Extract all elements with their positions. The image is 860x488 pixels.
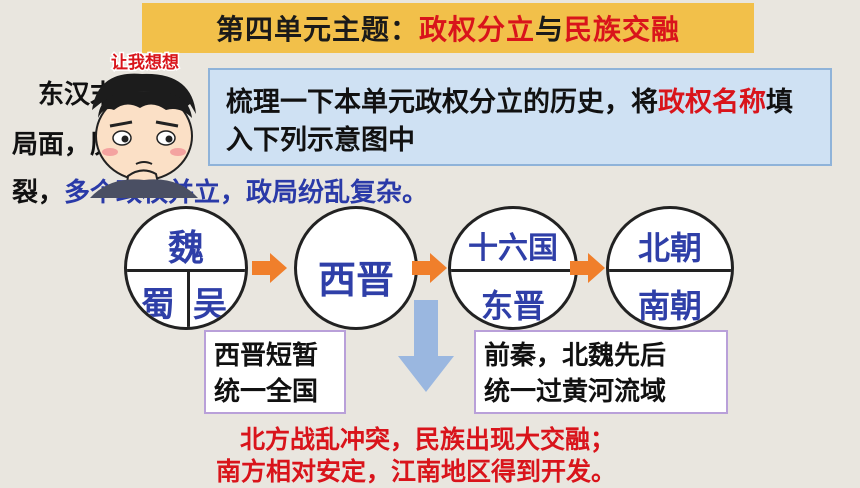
node-three-kingdoms: 魏 蜀 吴 xyxy=(124,206,248,330)
node1-bottom-shu: 蜀 xyxy=(141,285,175,325)
node1-divider-vertical xyxy=(187,269,190,327)
title-highlight-1: 政权分立 xyxy=(418,13,535,46)
node3-bottom-eastern-jin: 东晋 xyxy=(480,287,545,325)
thinking-cartoon: 让我想想 xyxy=(70,48,220,198)
node4-top-northern: 北朝 xyxy=(637,229,702,267)
node-sixteen-kingdoms: 十六国 东晋 xyxy=(448,206,578,330)
node-northern-southern-dynasties: 北朝 南朝 xyxy=(606,206,734,330)
right-arrow-icon-1 xyxy=(252,253,287,283)
summary-line-2: 南方相对安定，江南地区得到开发。 xyxy=(216,457,617,486)
unit-title: 第四单元主题：政权分立与民族交融 xyxy=(142,3,754,53)
instruction-callout: 梳理一下本单元政权分立的历史，将政权名称填入下列示意图中 xyxy=(208,68,832,166)
note-western-jin: 西晋短暂 统一全国 xyxy=(204,330,346,414)
node4-bottom-southern: 南朝 xyxy=(637,287,702,325)
right-arrow-icon-3 xyxy=(570,253,605,283)
callout-text-red: 政权名称 xyxy=(658,87,766,118)
note-right-line-1: 前秦，北魏先后 xyxy=(484,341,667,371)
node3-divider-horizontal xyxy=(451,269,575,272)
summary-line-1: 北方战乱冲突，民族出现大交融； xyxy=(240,425,616,454)
cartoon-caption: 让我想想 xyxy=(111,52,179,73)
intro-line-3-prefix: 裂， xyxy=(12,178,65,208)
down-arrow-icon xyxy=(398,300,454,392)
callout-text-start: 梳理一下本单元政权分立的历史，将 xyxy=(226,87,658,118)
node1-bottom-wu: 吴 xyxy=(193,285,227,325)
title-prefix: 第四单元主题： xyxy=(215,13,419,46)
node3-top-sixteen-kingdoms: 十六国 xyxy=(468,231,558,266)
right-arrow-icon-2 xyxy=(412,253,447,283)
thinking-face-icon: 让我想想 xyxy=(90,51,198,198)
note-former-qin-northern-wei: 前秦，北魏先后 统一过黄河流域 xyxy=(474,330,728,414)
note-right-line-2: 统一过黄河流域 xyxy=(484,377,667,407)
title-connector: 与 xyxy=(535,13,565,46)
callout-text-end: 填入下列示意图中 xyxy=(226,87,793,156)
title-highlight-2: 民族交融 xyxy=(564,13,681,46)
node2-center-xijin: 西晋 xyxy=(317,258,394,302)
node1-top-wei: 魏 xyxy=(167,228,204,269)
node-western-jin: 西晋 xyxy=(294,206,418,330)
node4-divider-horizontal xyxy=(609,269,731,272)
note-left-line-1: 西晋短暂 xyxy=(214,341,319,371)
note-left-line-2: 统一全国 xyxy=(214,377,319,407)
node1-divider-horizontal xyxy=(127,269,245,272)
